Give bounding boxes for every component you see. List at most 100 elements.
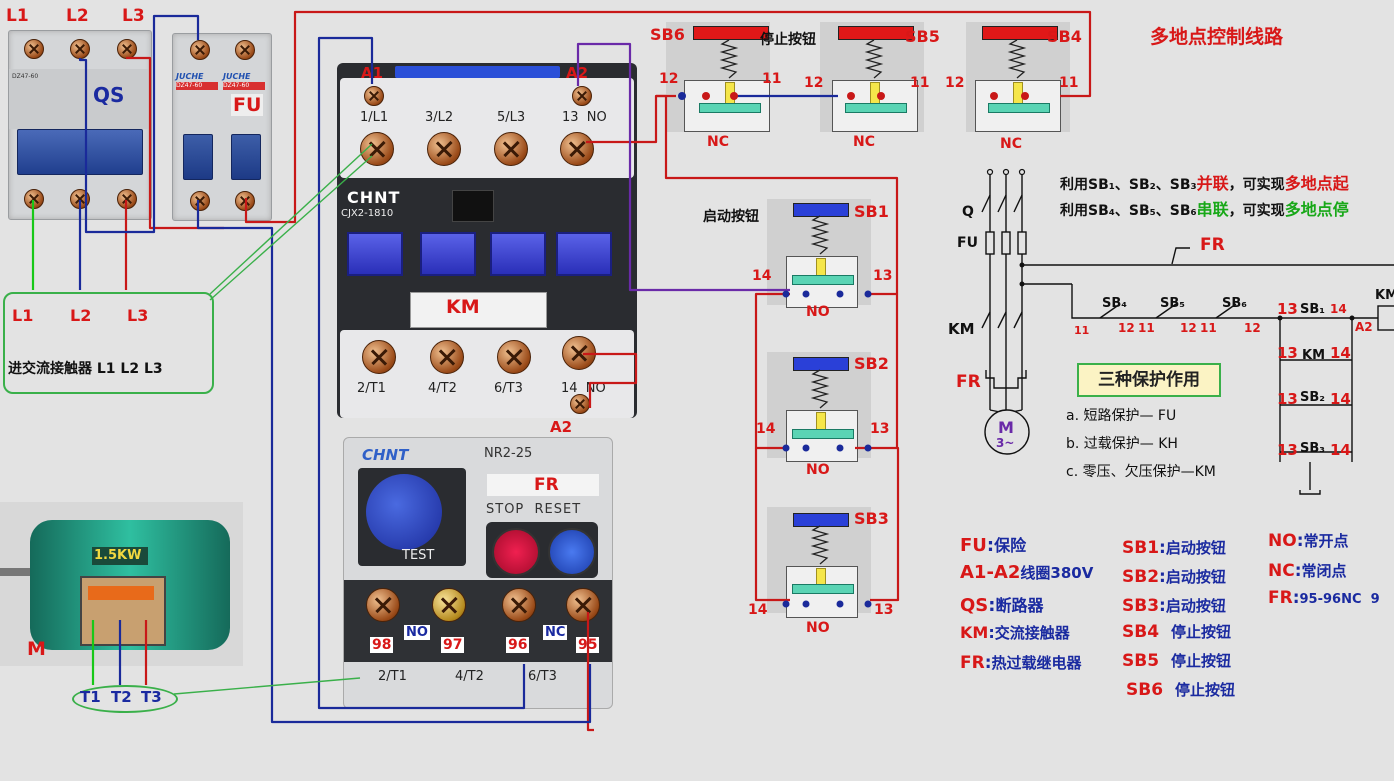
- sb1-cap[interactable]: [793, 203, 849, 217]
- legend-sb1-key: SB1: [1122, 538, 1160, 558]
- qs-bottom-terminal-1: [24, 189, 44, 209]
- protection-a: a. 短路保护— FU: [1066, 408, 1177, 424]
- fu-bottom-terminal-2: [235, 191, 255, 211]
- contactor-terminal-5l3: [494, 132, 528, 166]
- contactor-a2-terminal: [572, 86, 592, 106]
- supply-callout-box: [3, 292, 214, 394]
- relay-reset-button[interactable]: [548, 528, 596, 576]
- contactor-bottom-label-1: 2/T1: [357, 381, 386, 396]
- sb5-cap[interactable]: [838, 26, 914, 40]
- sb4-terminal-right: 11: [1059, 75, 1079, 91]
- sch-km-c3: [1013, 311, 1023, 329]
- sch-motor-lead-2: [1011, 409, 1023, 413]
- sb6-caption: 停止按钮: [760, 32, 816, 48]
- note-1-b: 并联: [1196, 174, 1229, 193]
- legend-sb2-desc: 启动按钮: [1165, 568, 1226, 586]
- qs-model-text: DZ47-60: [12, 73, 39, 80]
- sb1-label: SB1: [854, 202, 889, 221]
- legend-sb1-row: SB1:启动按钮: [1122, 537, 1262, 566]
- legend-col-3: NO:常开点 NC:常闭点 FR:95-96NC 9: [1268, 530, 1394, 618]
- sch-q-blade-1: [981, 194, 991, 213]
- fu-bottom-terminal-1: [190, 191, 210, 211]
- sch-r13d: 13: [1277, 441, 1298, 459]
- contactor-a2-label: A2: [566, 64, 589, 82]
- contactor-top-label-1: 1/L1: [360, 110, 389, 125]
- sch-n12a: 12: [1118, 321, 1135, 335]
- sb1-terminal-right: 13: [873, 268, 893, 284]
- sch-n11a: 11: [1074, 324, 1090, 337]
- contactor-top-label-3: 5/L3: [497, 110, 526, 125]
- sb6-cap[interactable]: [693, 26, 769, 40]
- legend-sb2-key: SB2: [1122, 567, 1160, 587]
- sch-motor-m: M: [998, 418, 1014, 437]
- sch-n12c: 12: [1244, 321, 1261, 335]
- sch-sb3-label: SB₃: [1300, 441, 1325, 456]
- sb6-type: NC: [707, 134, 729, 150]
- relay-no-label: NO: [404, 625, 430, 640]
- fu-toggle-handle-2[interactable]: [231, 134, 261, 180]
- qs-top-terminal-3: [117, 39, 137, 59]
- legend-fr-row: FR:95-96NC 9: [1268, 588, 1394, 618]
- relay-test-label: TEST: [402, 548, 435, 563]
- sb3-contact-bar: [792, 584, 854, 594]
- sch-km-coil-label: KM: [1375, 288, 1394, 303]
- legend-sb6-key: SB6: [1126, 680, 1164, 700]
- relay-current-dial[interactable]: [366, 474, 442, 550]
- protection-b: b. 过载保护— KH: [1066, 436, 1178, 452]
- legend-no-row: NO:常开点: [1268, 530, 1394, 560]
- sch-sb6-label: SB₆: [1222, 296, 1247, 311]
- note-1-a: 利用SB₁、SB₂、SB₃: [1060, 177, 1197, 193]
- legend-sb4-desc: 停止按钮: [1171, 623, 1232, 641]
- sb1-terminal-left: 14: [752, 268, 772, 284]
- callout-l3: L3: [127, 306, 149, 325]
- fu-label: FU: [231, 94, 264, 116]
- schematic-junctions: [986, 168, 1026, 176]
- contactor-bottom-label-2: 4/T2: [428, 381, 457, 396]
- sch-jn-4: [1349, 315, 1355, 321]
- sch-tail-foot: [1299, 490, 1321, 495]
- sb2-terminal-right: 13: [870, 421, 890, 437]
- sch-control-series: [1071, 284, 1100, 319]
- legend-4-desc: 交流接触器: [994, 624, 1070, 642]
- relay-model: NR2-25: [484, 446, 533, 461]
- sb4-type: NC: [1000, 136, 1022, 152]
- qs-top-terminal-1: [24, 39, 44, 59]
- fu-brand-1: JUCHE: [176, 72, 204, 81]
- contactor-terminal-4t2: [430, 340, 464, 374]
- sb3-cap[interactable]: [793, 513, 849, 527]
- sch-q-blade-2: [997, 194, 1007, 213]
- relay-terminal-98: [366, 588, 400, 622]
- fu-top-terminal-1: [190, 40, 210, 60]
- sch-top-term-2: [1002, 168, 1010, 176]
- sch-fu-3: [1017, 231, 1027, 255]
- qs-toggle-handle[interactable]: [17, 129, 143, 175]
- motor-label: M: [27, 638, 46, 660]
- relay-stop-button[interactable]: [492, 528, 540, 576]
- callout-l2: L2: [70, 306, 92, 325]
- contactor-km-label: KM: [446, 296, 480, 318]
- legend-fr-key: FR: [1268, 588, 1293, 608]
- fu-toggle-handle-1[interactable]: [183, 134, 213, 180]
- motor-power: 1.5KW: [94, 548, 142, 563]
- sch-fu-label: FU: [957, 235, 978, 251]
- legend-sb3-sep: :: [1159, 596, 1166, 616]
- sch-r14b: 14: [1330, 344, 1351, 362]
- sch-km-c1: [981, 311, 991, 329]
- sch-km-label: KM: [948, 320, 975, 338]
- sb4-label: SB4: [1047, 27, 1082, 46]
- sb2-label: SB2: [854, 354, 889, 373]
- sb2-cap[interactable]: [793, 357, 849, 371]
- sch-km-c2: [997, 311, 1007, 329]
- sch-sb4-label: SB₄: [1102, 296, 1127, 311]
- legend-sb2-row: SB2:启动按钮: [1122, 566, 1262, 595]
- fu-brand-2: JUCHE: [223, 72, 251, 81]
- breaker-fu: JUCHE JUCHE DZ47-60 DZ47-60 FU: [172, 33, 272, 221]
- sch-sb2-label: SB₂: [1300, 390, 1325, 405]
- legend-sb3-key: SB3: [1122, 596, 1160, 616]
- sb3-terminal-right: 13: [874, 602, 894, 618]
- legend-4-key: KM: [960, 623, 989, 642]
- contactor-blue-block-1: [347, 232, 403, 276]
